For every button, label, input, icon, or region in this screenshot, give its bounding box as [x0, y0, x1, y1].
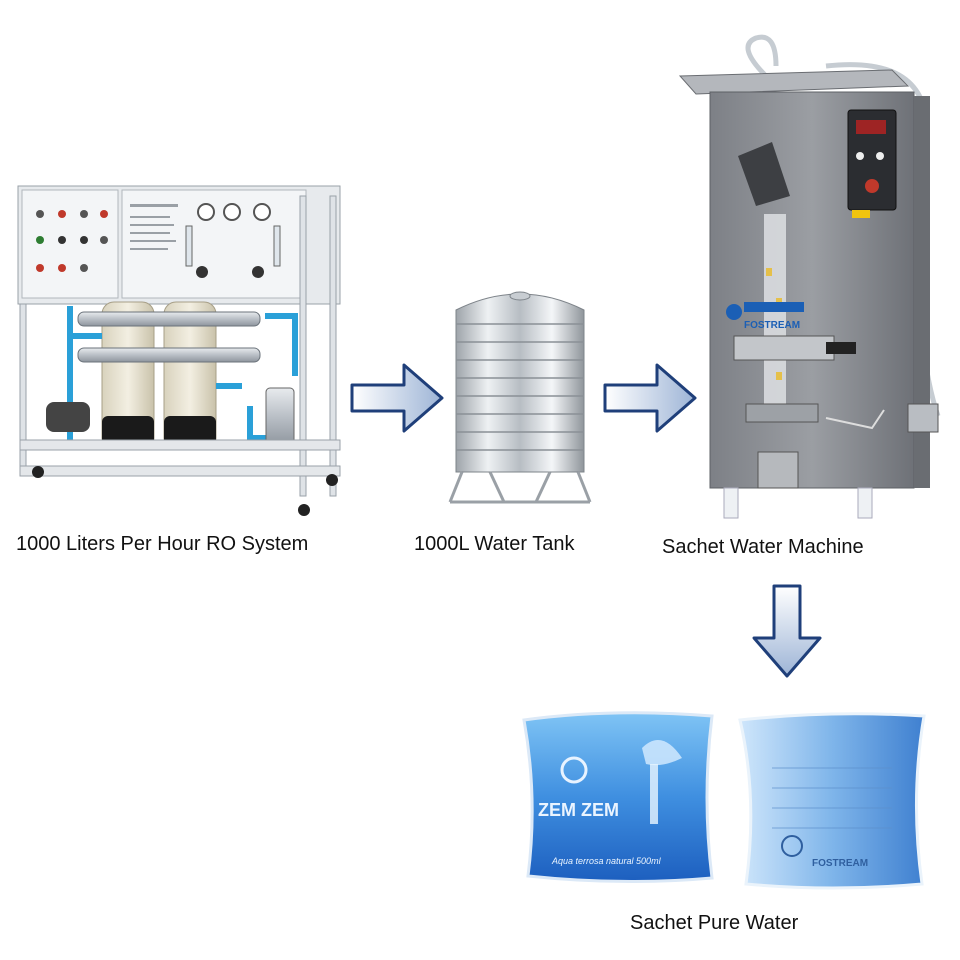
- tank-stand: [448, 471, 592, 504]
- ro-membrane-1: [77, 311, 261, 327]
- water-tank-label: 1000L Water Tank: [414, 533, 575, 555]
- ro-system-label: 1000 Liters Per Hour RO System: [16, 533, 309, 555]
- flow-arrow-down: [752, 584, 822, 678]
- stainless-water-tank-illustration: [448, 291, 592, 504]
- flow-arrow-right-1: [350, 363, 444, 433]
- ro-gauges: [185, 203, 281, 278]
- sachet-water-label: Sachet Pure Water: [630, 912, 799, 934]
- machine-film-roll: [764, 214, 786, 414]
- machine-control-panel: [847, 109, 897, 211]
- water-sachets-illustration: ZEM ZEM Aqua terrosa natural 500ml FOSTR…: [522, 711, 926, 890]
- sachet-machine-label: Sachet Water Machine: [662, 536, 864, 558]
- machine-brand-text: FOSTREAM: [744, 320, 800, 331]
- ro-pump: [46, 402, 90, 432]
- fostream-logo-icon: [726, 302, 804, 320]
- ro-text-lines: [130, 204, 178, 250]
- ro-panel-left: [21, 189, 119, 299]
- ro-switches: [36, 210, 108, 272]
- sachet-1-title: ZEM ZEM: [538, 800, 619, 820]
- machine-hose: [745, 34, 779, 78]
- flow-arrow-right-2: [603, 363, 697, 433]
- sachet-1-subtitle: Aqua terrosa natural 500ml: [551, 856, 662, 866]
- sachet-machine-illustration: FOSTREAM: [678, 34, 941, 519]
- ro-system-illustration: [17, 185, 341, 516]
- ro-membrane-2: [77, 347, 261, 363]
- sachet-2-brand: FOSTREAM: [812, 858, 868, 869]
- tank-ribs: [456, 323, 584, 451]
- sachet-2: [738, 712, 926, 890]
